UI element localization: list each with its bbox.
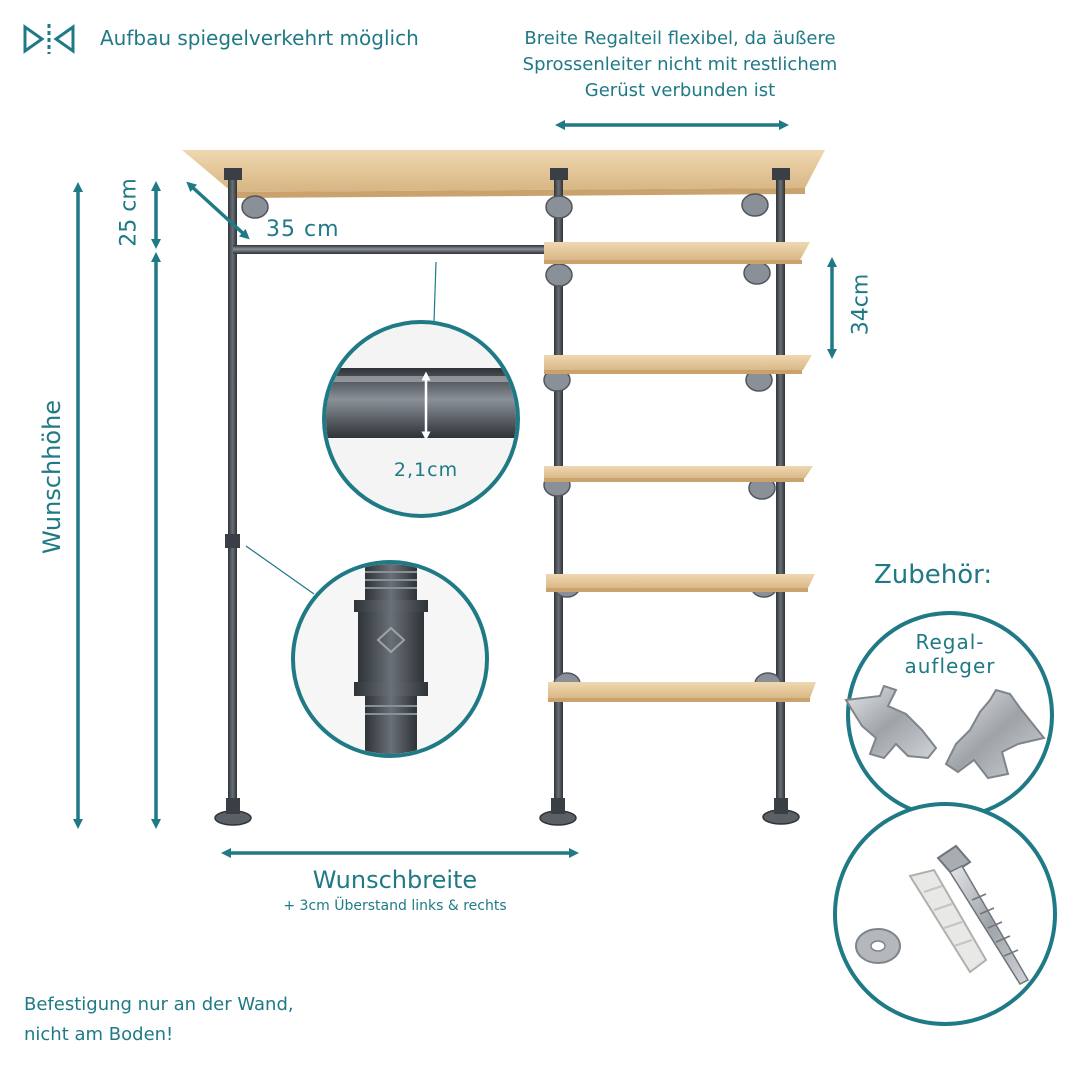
shelf-5 <box>548 682 816 702</box>
mounting-note-line-1: Befestigung nur an der Wand, <box>24 994 294 1015</box>
pipe-frame <box>214 168 800 826</box>
bracket-circle <box>844 611 1054 819</box>
mirror-label: Aufbau spiegelverkehrt möglich <box>100 26 419 50</box>
connector-detail-circle <box>291 560 489 758</box>
width-note: Breite Regalteil flexibel, da äußere Spr… <box>490 26 870 104</box>
wall-anchor-icon <box>908 868 988 974</box>
shelf-bracket-icon-left <box>844 684 938 760</box>
shelf-2 <box>544 355 812 374</box>
washer-icon <box>855 928 901 964</box>
width-note-line-1: Breite Regalteil flexibel, da äußere <box>524 28 836 49</box>
shelf-4 <box>546 574 815 592</box>
top-gap-label: 25 cm <box>116 178 142 247</box>
shelf-3 <box>544 466 813 482</box>
accessories-title: Zubehör: <box>874 560 993 590</box>
shelf-bracket-icon-right <box>944 688 1046 780</box>
width-note-line-2: Sprossenleiter nicht mit restlichem <box>522 54 838 75</box>
height-label: Wunschhöhe <box>38 399 66 554</box>
bracket-label: Regal- aufleger <box>880 630 1020 678</box>
mounting-note-line-2: nicht am Boden! <box>24 1024 174 1045</box>
shelf-spacing-label: 34cm <box>848 273 874 336</box>
depth-arrow <box>186 181 250 240</box>
width-note-small: + 3cm Überstand links & rechts <box>283 898 507 914</box>
width-label: Wunschbreite <box>312 866 478 894</box>
bracket-label-line-2: aufleger <box>904 654 996 678</box>
fixing-set-circle <box>833 802 1057 1026</box>
shelf-1 <box>544 242 810 264</box>
mirror-icon <box>23 24 75 54</box>
top-board <box>182 150 825 198</box>
pipe-detail-circle: 2,1cm <box>322 320 520 518</box>
mounting-note: Befestigung nur an der Wand, nicht am Bo… <box>24 990 294 1050</box>
pipe-diameter-label: 2,1cm <box>394 459 458 481</box>
bracket-label-line-1: Regal- <box>915 630 985 654</box>
shelves <box>544 242 816 702</box>
screw-icon <box>936 844 1030 985</box>
depth-label: 35 cm <box>266 217 340 242</box>
width-note-line-3: Gerüst verbunden ist <box>584 80 776 101</box>
